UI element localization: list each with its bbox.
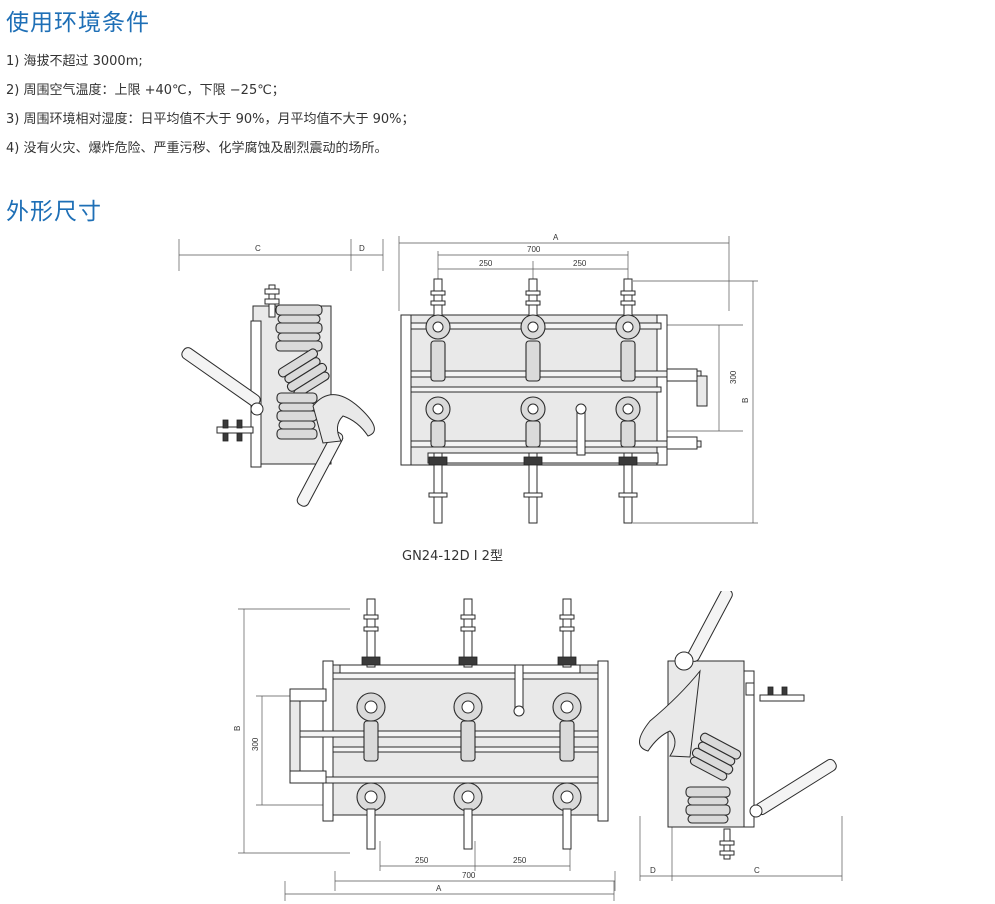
dim-label-700: 700 (462, 871, 476, 880)
dim-label-a: A (553, 233, 559, 242)
side-view-switch (181, 284, 375, 507)
section-title-environment: 使用环境条件 (6, 10, 150, 36)
dim-label-250-left: 250 (479, 259, 493, 268)
front-view-pole-template (425, 278, 451, 524)
dim-label-d: D (650, 866, 656, 875)
dim-label-700: 700 (527, 245, 541, 254)
dim-label-250-right: 250 (513, 856, 527, 865)
front-view2-switch (289, 598, 609, 850)
dim-label-a: A (436, 884, 442, 893)
dimension-drawing-gn24-side-front: C D (173, 231, 765, 568)
dim-label-c: C (754, 866, 760, 875)
front-view2-pole-template (356, 598, 386, 850)
front-view-switch (400, 278, 708, 524)
condition-item-3: 3) 周围环境相对湿度：日平均值不大于 90%，月平均值不大于 90%； (6, 112, 415, 127)
dim-label-b: B (741, 398, 750, 403)
dim-label-300: 300 (251, 737, 260, 751)
condition-item-4: 4) 没有火灾、爆炸危险、严重污秽、化学腐蚀及剧烈震动的场所。 (6, 141, 388, 156)
dim-label-250-left: 250 (415, 856, 429, 865)
dim-label-250-right: 250 (573, 259, 587, 268)
drawing-caption: GN24-12D I 2型 (402, 549, 503, 564)
front-view2-dimensions: B 300 250 250 700 A (233, 608, 616, 901)
dim-label-300: 300 (729, 370, 738, 384)
condition-item-1: 1) 海拔不超过 3000m; (6, 54, 143, 69)
section-title-dimensions: 外形尺寸 (6, 199, 102, 225)
dim-label-d: D (359, 244, 365, 253)
dim-label-c: C (255, 244, 261, 253)
dim-label-b: B (233, 726, 242, 731)
side-view2-switch (639, 591, 837, 860)
dimension-drawing-gn24-mirrored: B 300 250 250 700 A (230, 591, 860, 904)
condition-item-2: 2) 周围空气温度：上限 +40℃，下限 −25℃； (6, 83, 285, 98)
side-view2-dimensions: D C (639, 816, 843, 881)
side-view-dimensions: C D (178, 239, 384, 271)
